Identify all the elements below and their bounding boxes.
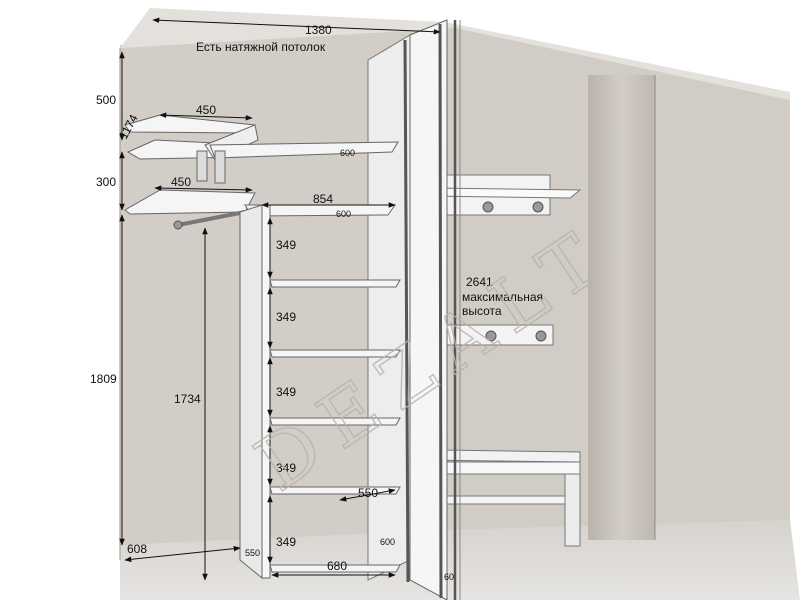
dim-lower-shelf-width: 450 (171, 175, 191, 189)
shelving-unit (239, 204, 401, 580)
dim-line-total-width (152, 17, 441, 35)
dim-top-zone-height: 500 (96, 93, 116, 107)
dim-shelf-gap-3: 349 (276, 385, 296, 399)
dim-middle-zone-height: 300 (96, 175, 116, 189)
max-height-value: 2641 (466, 275, 493, 289)
dim-shelf-gap-4: 349 (276, 461, 296, 475)
ceiling-note: Есть натяжной потолок (196, 40, 326, 54)
dim-upper-rail-depth: 600 (340, 148, 355, 158)
upper-shelves (124, 114, 399, 184)
dim-panel-depth: 550 (245, 548, 260, 558)
dim-shelf-gap-2: 349 (276, 310, 296, 324)
sliding-door-frame (403, 20, 461, 600)
max-height-label-line1: максимальная (462, 290, 543, 304)
dim-rod-height: 1734 (174, 392, 201, 406)
dim-frame-depth: 60 (444, 572, 454, 582)
dim-shelf-depth: 550 (358, 486, 378, 500)
dim-shelf-gap-1: 349 (276, 238, 296, 252)
dim-floor-left-depth: 608 (127, 542, 147, 556)
dim-rack-top-depth: 600 (336, 209, 351, 219)
dim-bottom-width: 680 (327, 559, 347, 573)
dim-line-upper-shelf (159, 112, 253, 121)
dim-upper-shelf-width: 450 (196, 103, 216, 117)
dimension-lines (119, 17, 441, 581)
hanging-rod (173, 210, 246, 230)
dim-rack-width: 854 (313, 192, 333, 206)
wall-pillar (588, 75, 655, 540)
dim-line-lower-shelf (154, 185, 253, 193)
dim-shelf-gap-5: 349 (276, 535, 296, 549)
max-height-label-line2: высота (462, 304, 502, 318)
dim-line-floor-left (124, 545, 241, 563)
dim-bottom-depth: 600 (380, 537, 395, 547)
dim-hanging-zone-height: 1809 (90, 372, 117, 386)
dim-total-width: 1380 (305, 23, 332, 37)
